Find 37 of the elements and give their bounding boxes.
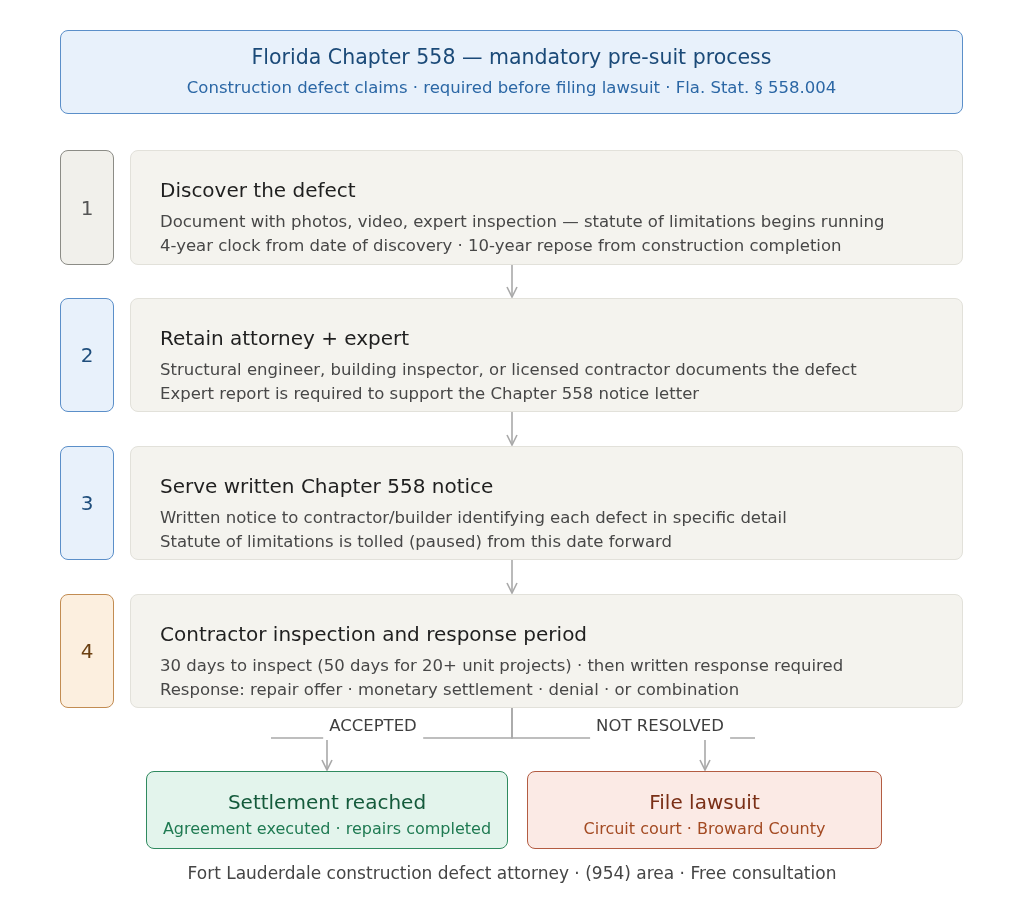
banner-title: Florida Chapter 558 — mandatory pre-suit process — [251, 44, 772, 71]
banner-subtitle: Construction defect claims · required before filing lawsuit · Fla. Stat. § 558.004 — [186, 77, 837, 99]
step-title: Contractor inspection and response period — [160, 621, 588, 647]
step-description: 4-year clock from date of discovery · 10-year repose from construction completion — [160, 235, 842, 257]
step-description: Response: repair offer · monetary settlement · denial · or combination — [160, 679, 740, 701]
outcome-box — [146, 771, 508, 849]
arrow — [506, 559, 518, 594]
outcome-description: Agreement executed · repairs completed — [162, 818, 492, 840]
step-number: 1 — [80, 194, 94, 221]
step-description: Written notice to contractor/builder identifying each defect in specific detail — [160, 507, 787, 529]
step-title: Discover the defect — [160, 177, 356, 203]
outcome-description: Circuit court · Broward County — [583, 818, 826, 840]
step-number: 4 — [80, 638, 94, 664]
step-title: Serve written Chapter 558 notice — [160, 473, 494, 499]
arrow — [506, 411, 518, 446]
step-number-box — [60, 298, 114, 412]
step-description: 30 days to inspect (50 days for 20+ unit projects) · then written response required — [160, 655, 844, 677]
step-card — [130, 298, 963, 412]
step-number-box — [60, 594, 114, 708]
step-card — [130, 150, 963, 265]
step-number-box — [60, 446, 114, 560]
step-description: Statute of limitations is tolled (paused) from this date forward — [160, 531, 672, 553]
footer-note: Fort Lauderdale construction defect attorney · (954) area · Free consultation — [187, 862, 837, 885]
step-title: Retain attorney + expert — [160, 325, 410, 351]
step-description: Document with photos, video, expert inspection — statute of limitations begins running — [160, 211, 885, 233]
outcome-title: File lawsuit — [649, 789, 760, 815]
step-number: 3 — [80, 490, 94, 516]
header-banner — [60, 30, 963, 114]
step-number: 2 — [80, 342, 94, 368]
step-description: Expert report is required to support the Chapter 558 notice letter — [160, 383, 700, 405]
step-description: Structural engineer, building inspector, or licensed contractor documents the defect — [160, 359, 857, 381]
step-card — [130, 446, 963, 560]
step-number-box — [60, 150, 114, 265]
outcome-box — [527, 771, 882, 849]
arrow — [506, 264, 518, 298]
step-card — [130, 594, 963, 708]
outcome-title: Settlement reached — [227, 789, 427, 815]
